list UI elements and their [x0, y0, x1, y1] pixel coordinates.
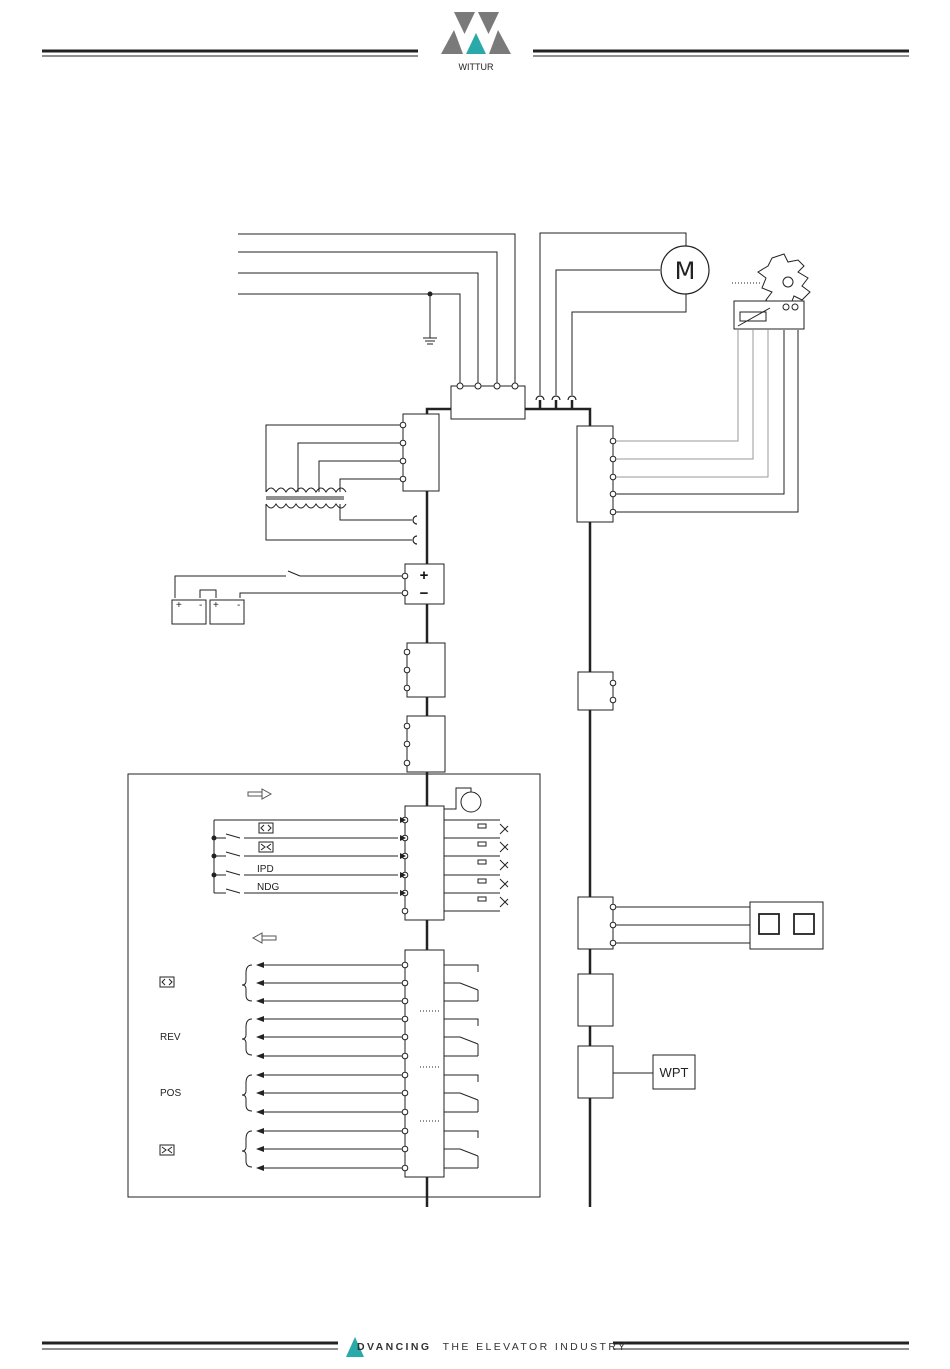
encoder-wires — [613, 330, 798, 512]
relay-output-terminal-block — [402, 950, 444, 1177]
wittur-logo-icon — [441, 12, 511, 54]
encoder-terminal-block — [577, 426, 616, 522]
svg-text:-: - — [237, 600, 240, 611]
relay-output-arrowheads — [256, 962, 264, 1171]
transformer-connectors — [413, 516, 417, 544]
encoder-icon — [732, 254, 810, 329]
footer-tagline: DVANCING THE ELEVATOR INDUSTRY — [357, 1341, 628, 1353]
relay-brackets — [242, 965, 252, 1167]
svg-text:+: + — [176, 600, 182, 611]
transformer-icon — [266, 488, 346, 508]
output-door-close-icon — [160, 1145, 174, 1155]
battery-plus-label: + — [420, 567, 429, 584]
input-label-ipd: IPD — [257, 864, 274, 875]
input-direction-arrow-icon — [248, 789, 271, 799]
input-wiring — [212, 820, 398, 893]
relay-output-wires — [258, 965, 402, 1168]
output-door-open-icon — [160, 977, 174, 987]
wpt-terminal-block: WPT — [578, 1046, 695, 1098]
motor-connectors — [536, 396, 576, 408]
opto-coupler-group — [444, 788, 508, 911]
battery-minus-label: − — [420, 585, 429, 602]
brand-name: WITTUR — [459, 62, 494, 72]
transformer-wires — [266, 425, 412, 540]
svg-text:+: + — [213, 600, 219, 611]
mains-terminal-block — [451, 383, 525, 419]
header: WITTUR — [42, 12, 909, 72]
battery-icon: + - + - — [172, 600, 244, 624]
aux-terminal-block-2 — [404, 716, 445, 772]
aux-terminal-block-1 — [404, 643, 445, 697]
svg-text:-: - — [199, 600, 202, 611]
input-label-ndg: NDG — [257, 882, 279, 893]
wpt-label: WPT — [660, 1065, 689, 1080]
battery-wires — [175, 571, 402, 598]
spare-terminal-block — [578, 974, 613, 1026]
motor-symbol-icon: M — [675, 257, 696, 285]
ground-icon — [423, 338, 437, 344]
right-aux-terminal-block — [578, 672, 616, 710]
output-direction-arrow-icon — [253, 933, 276, 943]
keypad-terminal-block — [578, 897, 750, 949]
tagline-rest: THE ELEVATOR INDUSTRY — [443, 1341, 628, 1353]
input-terminal-block — [402, 806, 444, 920]
battery-terminal-block: + − — [402, 564, 444, 604]
output-label-rev: REV — [160, 1032, 181, 1043]
footer: DVANCING THE ELEVATOR INDUSTRY — [42, 1337, 909, 1357]
keypad-icon — [750, 902, 823, 949]
tagline-bold: DVANCING — [357, 1341, 431, 1353]
supply-lines — [238, 234, 515, 384]
output-label-pos: POS — [160, 1088, 181, 1099]
door-close-icon — [259, 842, 273, 852]
motor: M — [540, 233, 709, 395]
transformer-terminal-block — [400, 414, 439, 491]
door-open-icon — [259, 823, 273, 833]
main-bus — [427, 409, 590, 1207]
